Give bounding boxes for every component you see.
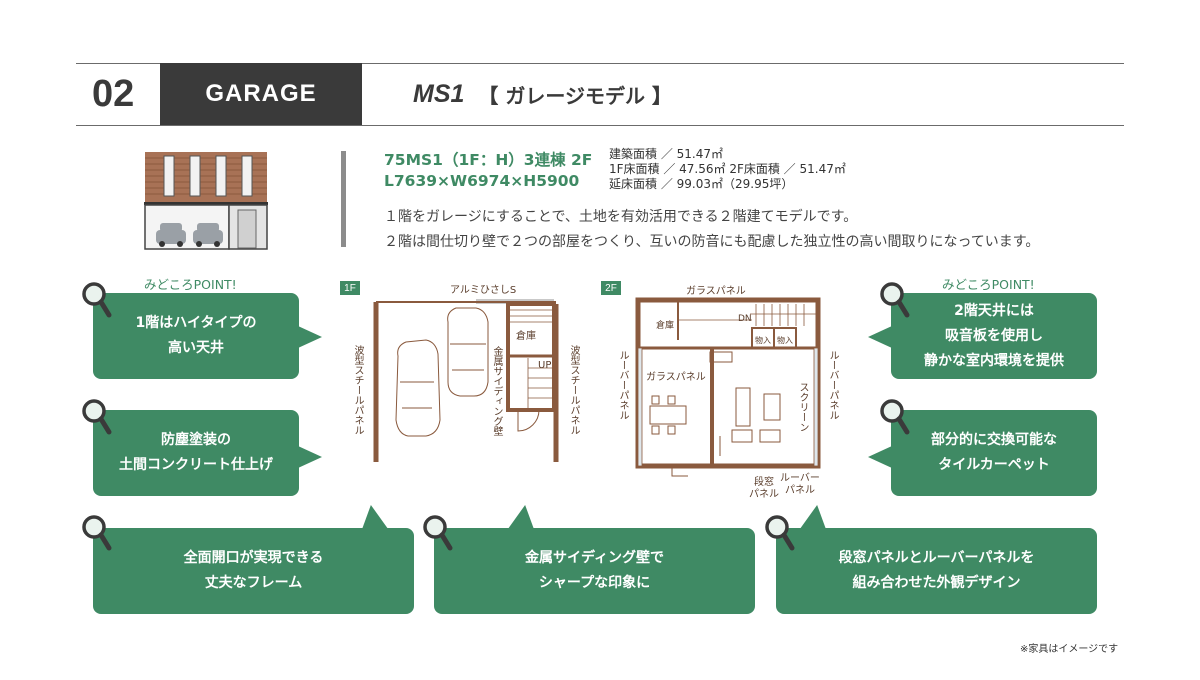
magnifier-icon [82, 399, 112, 435]
bubble-tail [298, 446, 322, 468]
point-label-right: みどころPOINT! [942, 277, 1035, 292]
point-text: 部分的に交換可能な タイルカーペット [931, 432, 1057, 473]
header-top-rule [76, 63, 1124, 64]
description-line-1: １階をガレージにすることで、土地を有効活用できる２階建てモデルです。 [384, 209, 858, 225]
label-up: UP [538, 360, 552, 371]
bubble-tail [868, 326, 892, 348]
label-closet-2: 物入 [777, 336, 793, 345]
floor-tag-1f: 1F [340, 281, 360, 295]
point-text: 2階天井には 吸音板を使用し 静かな室内環境を提供 [924, 302, 1064, 369]
point-text: 金属サイディング壁で シャープな印象に [524, 550, 665, 591]
bubble-tail [868, 446, 892, 468]
magnifier-icon [765, 515, 795, 551]
point-bubble-tile-carpet: 部分的に交換可能な タイルカーペット [891, 410, 1097, 496]
bubble-tail [799, 505, 831, 529]
point-bubble-metal-siding: 金属サイディング壁で シャープな印象に [434, 528, 755, 614]
point-bubble-frame: 全面開口が実現できる 丈夫なフレーム [93, 528, 414, 614]
bubble-tail [357, 505, 389, 529]
magnifier-icon [82, 515, 112, 551]
floor-tag-2f: 2F [601, 281, 621, 295]
floor-area: 1F床面積 ／ 47.56㎡ 2F床面積 ／ 51.47㎡ [609, 162, 846, 176]
label-step-window: 段窓 パネル [749, 477, 779, 500]
spec-model-name: 75MS1（1F：H）3連棟 2F [384, 151, 593, 169]
bubble-tail [298, 326, 322, 348]
point-text: 全面開口が実現できる 丈夫なフレーム [183, 550, 324, 591]
label-dn: DN [738, 314, 752, 324]
category-label: GARAGE [160, 63, 362, 125]
point-bubble-sound-absorbing: 2階天井には 吸音板を使用し 静かな室内環境を提供 [891, 293, 1097, 379]
total-floor-area: 延床面積 ／ 99.03㎡（29.95坪） [609, 177, 794, 191]
section-number: 02 [92, 72, 135, 115]
model-subtitle: 【 ガレージモデル 】 [478, 83, 672, 108]
magnifier-icon [880, 282, 910, 318]
model-name: MS1 [413, 79, 465, 108]
point-text: 1階はハイタイプの 高い天井 [135, 315, 257, 356]
spec-areas: 建築面積 ／ 51.47㎡ 1F床面積 ／ 47.56㎡ 2F床面積 ／ 51.… [609, 147, 846, 192]
label-wall-left-1f: 波型スチールパネル [352, 345, 363, 435]
point-label-left: みどころPOINT! [144, 277, 237, 292]
label-glass-room: ガラスパネル [646, 372, 706, 383]
label-louver-bottom: ルーバー パネル [780, 473, 820, 496]
magnifier-icon [423, 515, 453, 551]
label-screen: スクリーン [797, 382, 808, 432]
point-text: 防塵塗装の 土間コンクリート仕上げ [119, 432, 273, 473]
label-storage-1f: 倉庫 [516, 331, 536, 342]
label-louver-left: ルーバーパネル [617, 350, 628, 420]
building-area: 建築面積 ／ 51.47㎡ [609, 147, 723, 161]
label-metal-siding: 金属サイディング壁 [491, 346, 502, 436]
spec-title: 75MS1（1F：H）3連棟 2F L7639×W6974×H5900 [384, 150, 592, 192]
label-storage-2f: 倉庫 [656, 321, 675, 331]
label-louver-right: ルーバーパネル [827, 350, 838, 420]
magnifier-icon [880, 399, 910, 435]
model-heading: MS1 【 ガレージモデル 】 [413, 63, 672, 125]
label-glass-top: ガラスパネル [686, 286, 746, 297]
point-bubble-high-ceiling: 1階はハイタイプの 高い天井 [93, 293, 299, 379]
building-elevation-image [144, 150, 268, 250]
floor-plan-1f [368, 296, 564, 466]
label-closet-1: 物入 [755, 336, 771, 345]
spec-dimensions: L7639×W6974×H5900 [384, 172, 580, 190]
label-eave: アルミひさしS [450, 285, 517, 296]
description-line-2: ２階は間仕切り壁で２つの部屋をつくり、互いの防音にも配慮した独立性の高い間取りに… [384, 234, 1040, 250]
magnifier-icon [82, 282, 112, 318]
point-bubble-concrete-floor: 防塵塗装の 土間コンクリート仕上げ [93, 410, 299, 496]
header-bottom-rule [76, 125, 1124, 126]
spec-accent-bar [341, 151, 346, 247]
floor-plan-2f [632, 296, 828, 478]
bubble-tail [507, 505, 539, 529]
point-text: 段窓パネルとルーバーパネルを 組み合わせた外観デザイン [838, 550, 1035, 591]
point-bubble-exterior-design: 段窓パネルとルーバーパネルを 組み合わせた外観デザイン [776, 528, 1097, 614]
label-wall-right-1f: 波型スチールパネル [568, 345, 579, 435]
furniture-note: ※家具はイメージです [1020, 644, 1119, 655]
